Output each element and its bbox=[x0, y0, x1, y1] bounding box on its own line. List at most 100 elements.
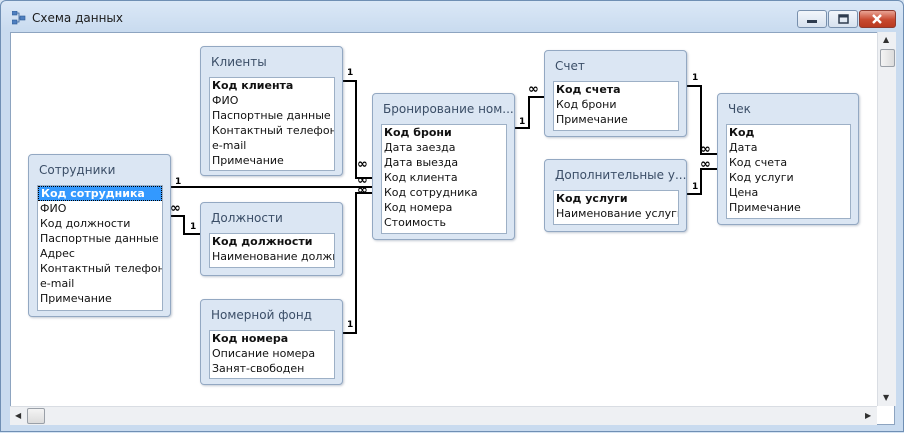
field-item[interactable]: Дата bbox=[729, 141, 758, 154]
table-title: Должности bbox=[211, 211, 283, 225]
field-item[interactable]: Стоимость bbox=[384, 216, 446, 229]
relation-nomernoy-bron bbox=[342, 192, 372, 334]
relation-one-label: 1 bbox=[175, 177, 182, 187]
field-item[interactable]: Контактный телефон bbox=[40, 262, 163, 275]
field-item[interactable]: Код номера bbox=[212, 332, 289, 345]
field-item[interactable]: Код сотрудника bbox=[384, 186, 478, 199]
field-item[interactable]: Дата выезда bbox=[384, 156, 459, 169]
field-item[interactable]: Паспортные данные bbox=[40, 232, 159, 245]
field-item[interactable]: Код услуги bbox=[556, 192, 628, 205]
title-bar[interactable]: Схема данных bbox=[1, 1, 903, 33]
field-item[interactable]: Наименование услуги bbox=[556, 207, 679, 220]
relation-one-label: 1 bbox=[347, 68, 354, 78]
field-item[interactable]: Дата заезда bbox=[384, 141, 456, 154]
relation-one-label: 1 bbox=[692, 182, 699, 192]
relation-one-label: 1 bbox=[519, 117, 526, 127]
relation-many-label: ∞ bbox=[700, 142, 711, 157]
field-item[interactable]: Примечание bbox=[556, 113, 628, 126]
field-item[interactable]: e-mail bbox=[40, 277, 75, 290]
field-item[interactable]: Код bbox=[729, 126, 755, 139]
field-item[interactable]: Код брони bbox=[384, 126, 452, 139]
table-title: Клиенты bbox=[211, 55, 267, 69]
vertical-scrollbar[interactable]: ▲ ▼ bbox=[877, 32, 896, 406]
field-item[interactable]: e-mail bbox=[212, 139, 247, 152]
scroll-right-arrow-icon[interactable]: ▶ bbox=[865, 411, 872, 420]
table-nomernoy-fond[interactable]: Номерной фонд Код номера Описание номера… bbox=[200, 299, 343, 385]
relation-many-label: ∞ bbox=[700, 157, 711, 172]
table-title: Чек bbox=[728, 102, 751, 116]
field-list[interactable]: Код должности Наименование должнос bbox=[209, 233, 335, 268]
table-title: Дополнительные у... bbox=[555, 168, 686, 182]
field-item[interactable]: Примечание bbox=[40, 292, 112, 305]
scroll-down-arrow-icon[interactable]: ▼ bbox=[883, 393, 890, 402]
horizontal-scroll-thumb[interactable] bbox=[27, 408, 45, 424]
field-item[interactable]: Код брони bbox=[556, 98, 617, 111]
field-item[interactable]: Код должности bbox=[212, 235, 313, 248]
field-item[interactable]: Код клиента bbox=[384, 171, 458, 184]
field-item[interactable]: Адрес bbox=[40, 247, 75, 260]
minimize-button[interactable] bbox=[797, 10, 827, 28]
diagram-icon bbox=[12, 11, 26, 25]
relation-bron-schet bbox=[514, 96, 544, 129]
relation-klienty-bron bbox=[342, 80, 372, 179]
field-item[interactable]: ФИО bbox=[40, 202, 67, 215]
scroll-up-arrow-icon[interactable]: ▲ bbox=[883, 35, 890, 44]
relation-many-label: ∞ bbox=[170, 201, 181, 216]
table-schet[interactable]: Счет Код счета Код брони Примечание bbox=[544, 50, 687, 137]
field-list[interactable]: Код услуги Наименование услуги bbox=[553, 190, 679, 225]
field-item[interactable]: Код должности bbox=[40, 217, 131, 230]
scroll-left-arrow-icon[interactable]: ◀ bbox=[15, 411, 22, 420]
field-item[interactable]: Контактный телефон bbox=[212, 124, 335, 137]
close-icon bbox=[872, 14, 882, 24]
relation-one-label: 1 bbox=[347, 320, 354, 330]
relation-one-label: 1 bbox=[692, 73, 699, 83]
field-item[interactable]: Код услуги bbox=[729, 171, 794, 184]
relation-many-label: ∞ bbox=[357, 183, 368, 198]
field-item[interactable]: Наименование должнос bbox=[212, 250, 334, 263]
field-item[interactable]: Код счета bbox=[556, 83, 621, 96]
table-dop-uslugi[interactable]: Дополнительные у... Код услуги Наименова… bbox=[544, 159, 687, 232]
relation-schet-chek bbox=[686, 85, 717, 155]
relation-many-label: ∞ bbox=[357, 173, 368, 188]
relation-many-label: ∞ bbox=[357, 157, 368, 172]
close-button[interactable] bbox=[859, 10, 896, 28]
relation-dolzhnosti-sotrudniki bbox=[170, 215, 200, 235]
table-sotrudniki[interactable]: Сотрудники Код сотрудника ФИО Код должно… bbox=[28, 154, 171, 317]
minimize-icon bbox=[807, 20, 817, 23]
table-title: Счет bbox=[555, 59, 585, 73]
table-bronirovanie[interactable]: Бронирование ном... Код брони Дата заезд… bbox=[372, 93, 515, 240]
field-item[interactable]: Описание номера bbox=[212, 347, 316, 360]
field-item[interactable]: ФИО bbox=[212, 94, 239, 107]
vertical-scroll-thumb[interactable] bbox=[880, 49, 895, 67]
relation-one-label: 1 bbox=[190, 222, 197, 232]
field-item[interactable]: Код клиента bbox=[212, 79, 294, 92]
window-title: Схема данных bbox=[32, 11, 124, 25]
restore-icon bbox=[838, 14, 849, 24]
table-title: Сотрудники bbox=[39, 163, 116, 177]
restore-button[interactable] bbox=[828, 10, 858, 28]
table-klienty[interactable]: Клиенты Код клиента ФИО Паспортные данны… bbox=[200, 46, 343, 176]
relation-dop-chek bbox=[686, 168, 717, 195]
field-item[interactable]: Примечание bbox=[212, 154, 284, 167]
table-dolzhnosti[interactable]: Должности Код должности Наименование дол… bbox=[200, 202, 343, 276]
field-list[interactable]: Код номера Описание номера Занят-свободе… bbox=[209, 330, 335, 379]
field-item[interactable]: Примечание bbox=[729, 201, 801, 214]
table-title: Бронирование ном... bbox=[383, 102, 514, 116]
table-title: Номерной фонд bbox=[211, 308, 312, 322]
field-item[interactable]: Занят-свободен bbox=[212, 362, 305, 375]
field-list[interactable]: Код клиента ФИО Паспортные данные Контак… bbox=[209, 77, 335, 171]
field-item[interactable]: Код счета bbox=[729, 156, 788, 169]
relation-many-label: ∞ bbox=[528, 82, 539, 97]
field-list[interactable]: Код брони Дата заезда Дата выезда Код кл… bbox=[381, 124, 507, 234]
field-list[interactable]: Код счета Код брони Примечание bbox=[553, 81, 679, 131]
table-chek[interactable]: Чек Код Дата Код счета Код услуги Цена П… bbox=[717, 93, 859, 225]
field-list[interactable]: Код сотрудника ФИО Код должности Паспорт… bbox=[37, 185, 163, 311]
field-list[interactable]: Код Дата Код счета Код услуги Цена Приме… bbox=[726, 124, 851, 219]
field-item[interactable]: Цена bbox=[729, 186, 759, 199]
field-item[interactable]: Код номера bbox=[384, 201, 453, 214]
horizontal-scrollbar[interactable]: ◀ ▶ bbox=[10, 406, 877, 425]
field-item[interactable]: Паспортные данные bbox=[212, 109, 331, 122]
field-item[interactable]: Код сотрудника bbox=[38, 186, 162, 201]
